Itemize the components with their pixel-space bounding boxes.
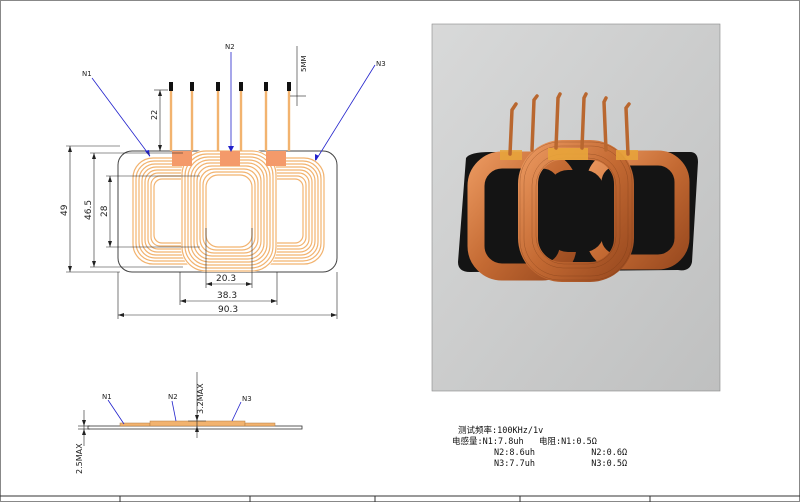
n3-resistance: N3:0.5Ω (591, 459, 628, 469)
photo-leads (508, 92, 631, 156)
dim-overall-width: 90.3 (218, 305, 238, 315)
side-label-n2: N2 (168, 393, 178, 401)
n2-inductance: N2:8.6uh (494, 448, 535, 458)
pad-n2 (220, 151, 240, 166)
test-freq-value: 100KHz/1v (497, 426, 544, 436)
title-block-ticks (119, 496, 651, 502)
dim-overall-height: 49 (60, 204, 70, 216)
coil-side-view: N1 N2 N3 3.2MAX 2.5MAX (75, 372, 303, 474)
dim-max-thickness: 3.2MAX (196, 383, 205, 414)
side-dimensions (78, 372, 206, 446)
n3-inductance: N3:7.7uh (494, 459, 535, 469)
label-n1: N1 (82, 70, 92, 78)
dim-inner-width: 20.3 (216, 274, 236, 284)
dim-coil-height: 46.5 (84, 200, 94, 220)
resistance-label: 电阻: (538, 437, 562, 447)
n1-resistance: N1:0.5Ω (561, 437, 597, 447)
test-freq-label: 测试频率: (458, 426, 498, 436)
inductance-label: 电感量: (452, 437, 483, 447)
side-label-n1: N1 (102, 393, 112, 401)
label-n3: N3 (376, 60, 386, 68)
dim-window-height: 28 (100, 205, 110, 217)
coil-top-view (117, 82, 338, 273)
specs-block: 测试频率:100KHz/1v 电感量:N1:7.8uh 电阻:N1:0.5Ω N… (452, 426, 627, 470)
label-n2: N2 (225, 43, 235, 51)
leader-arrows (145, 146, 319, 161)
coil-leads (169, 90, 291, 151)
dim-center-width: 38.3 (217, 291, 237, 301)
side-label-n3: N3 (242, 395, 252, 403)
dim-lead-length: 22 (150, 110, 159, 120)
pad-n3 (266, 151, 286, 166)
product-photo (431, 23, 721, 392)
pad-n1 (172, 151, 192, 166)
dim-base-thickness: 2.5MAX (75, 443, 84, 474)
n1-inductance: N1:7.8uh (482, 437, 524, 447)
lead-tips (169, 82, 291, 91)
side-base (87, 425, 303, 430)
side-leaders (107, 399, 242, 425)
dimension-arrowheads (68, 90, 337, 317)
dimension-lines (66, 46, 338, 319)
leader-lines (91, 52, 376, 161)
n2-resistance: N2:0.6Ω (591, 448, 628, 458)
dim-lead-pitch: 5MM (300, 55, 308, 72)
